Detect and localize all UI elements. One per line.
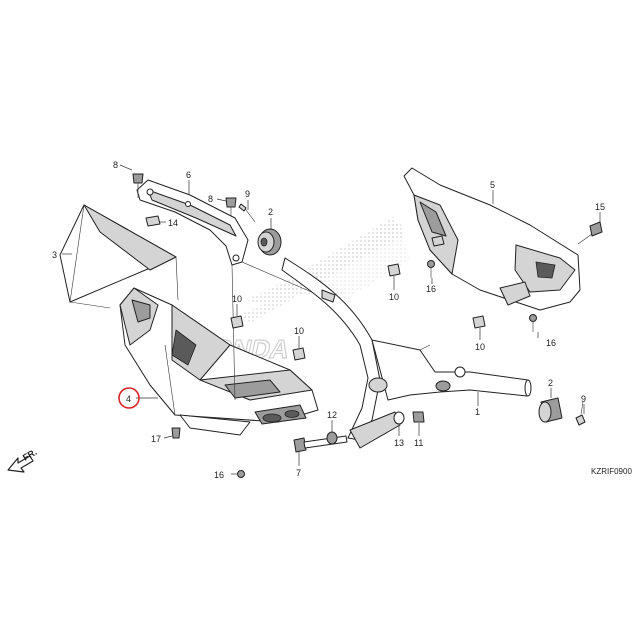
callout-10-c: 10	[389, 292, 399, 302]
fastener-10-clip-c	[387, 263, 401, 277]
fastener-17-screw	[171, 427, 181, 439]
callout-14: 14	[168, 218, 178, 228]
fastener-12-washer	[326, 431, 338, 445]
callout-5: 5	[490, 180, 495, 190]
callout-16-a: 16	[426, 284, 436, 294]
callout-10-a: 10	[232, 294, 242, 304]
part-2-rubber-mount-right	[538, 397, 563, 423]
leader-lines	[62, 164, 601, 475]
front-direction-indicator: FR.	[7, 447, 39, 473]
part-4-front-cover	[119, 287, 319, 436]
fastener-15-screw	[577, 221, 603, 245]
callout-9-right: 9	[581, 394, 586, 404]
part-1-handlebar	[281, 257, 532, 449]
part-2-rubber-mount	[257, 228, 282, 256]
callout-13: 13	[394, 438, 404, 448]
callout-12: 12	[327, 410, 337, 420]
callout-15: 15	[595, 202, 605, 212]
fastener-16-screw-b	[529, 314, 537, 332]
callout-4: 4	[126, 394, 131, 404]
front-arrow-icon	[7, 455, 34, 473]
fastener-7-bolt	[293, 435, 348, 453]
callout-10-d: 10	[475, 342, 485, 352]
fastener-11-nut	[412, 411, 425, 423]
callout-16-c: 16	[214, 470, 224, 480]
fastener-14-clip	[145, 215, 161, 227]
fastener-9-bolt	[238, 203, 256, 223]
callout-10-b: 10	[294, 326, 304, 336]
callout-17: 17	[151, 434, 161, 444]
callout-11: 11	[414, 438, 423, 448]
callout-8: 8	[208, 194, 213, 204]
fastener-10-clip-e	[431, 235, 445, 247]
callout-1: 1	[475, 407, 480, 417]
part-5-rear-cover	[403, 167, 581, 311]
callout-16-b: 16	[546, 338, 556, 348]
fastener-8-bolt	[225, 197, 237, 216]
callout-labels: 1 2 2 3 4 5 6 7 8 8 9 9 10 10 10 10 11 1…	[52, 160, 605, 480]
callout-8-top: 8	[113, 160, 118, 170]
part-3-windscreen	[59, 204, 179, 309]
callout-9: 9	[245, 189, 250, 199]
callout-2-right: 2	[548, 378, 553, 388]
fastener-10-clip-b	[292, 347, 306, 361]
fastener-9-bolt-right	[575, 401, 586, 426]
diagram-code: KZRIF0900	[591, 467, 632, 476]
fastener-16-screw-a	[427, 260, 435, 278]
part-6-bracket	[136, 179, 331, 401]
fastener-10-clip-a	[230, 315, 244, 329]
callout-3: 3	[52, 250, 57, 260]
fastener-13-washer	[393, 411, 405, 425]
callout-6: 6	[186, 170, 191, 180]
fastener-8-bolt-top	[132, 173, 144, 198]
callout-7: 7	[296, 468, 301, 478]
callout-2: 2	[268, 207, 273, 217]
front-direction-label: FR.	[21, 447, 39, 463]
fastener-10-clip-d	[472, 315, 486, 329]
fastener-16-screw-c	[237, 470, 245, 478]
highlight-circle	[118, 387, 140, 409]
